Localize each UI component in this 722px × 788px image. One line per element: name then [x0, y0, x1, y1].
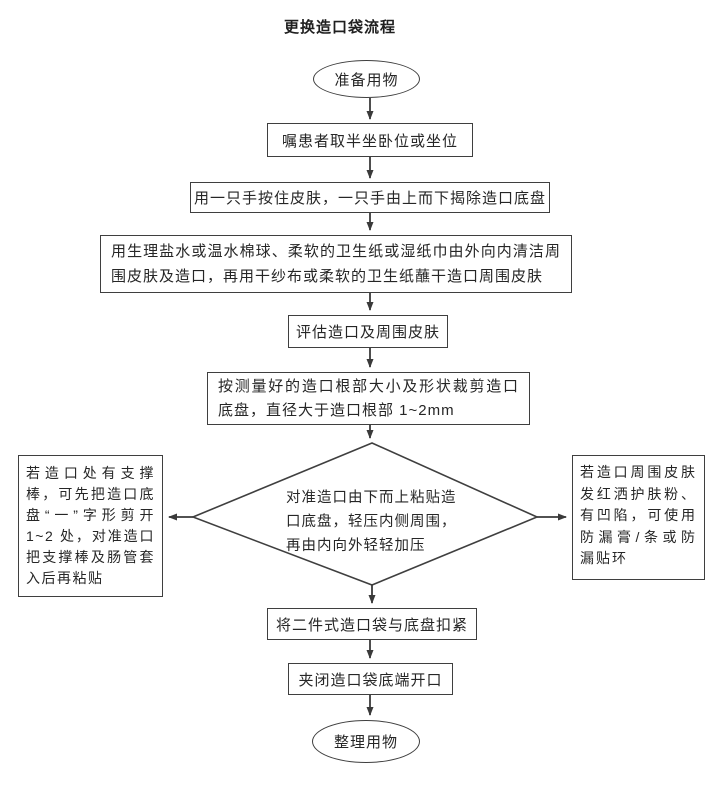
step-clean-box: 用生理盐水或温水棉球、柔软的卫生纸或湿纸巾由外向内清洁周围皮肤及造口，再用干纱布…	[100, 235, 572, 293]
step-clamp-box: 夹闭造口袋底端开口	[288, 663, 453, 695]
start-terminator: 准备用物	[313, 60, 420, 98]
step-position-box: 嘱患者取半坐卧位或坐位	[267, 123, 473, 157]
branch-left-box: 若造口处有支撑棒，可先把造口底盘“一”字形剪开 1~2 处，对准造口把支撑棒及肠…	[18, 455, 163, 597]
branch-right-box: 若造口周围皮肤发红洒护肤粉、有凹陷，可使用防漏膏/条或防漏贴环	[572, 455, 705, 580]
decision-label: 对准造口由下而上粘贴造口底盘，轻压内侧周围，再由内向外轻轻加压	[286, 490, 457, 554]
flowchart-title: 更换造口袋流程	[283, 19, 396, 36]
step-fasten-box: 将二件式造口袋与底盘扣紧	[267, 608, 477, 640]
step-remove-box: 用一只手按住皮肤，一只手由上而下揭除造口底盘	[190, 182, 550, 213]
step-cut-box: 按测量好的造口根部大小及形状裁剪造口底盘，直径大于造口根部 1~2mm	[207, 372, 530, 425]
step-assess-box: 评估造口及周围皮肤	[288, 315, 448, 348]
end-terminator: 整理用物	[312, 720, 420, 763]
